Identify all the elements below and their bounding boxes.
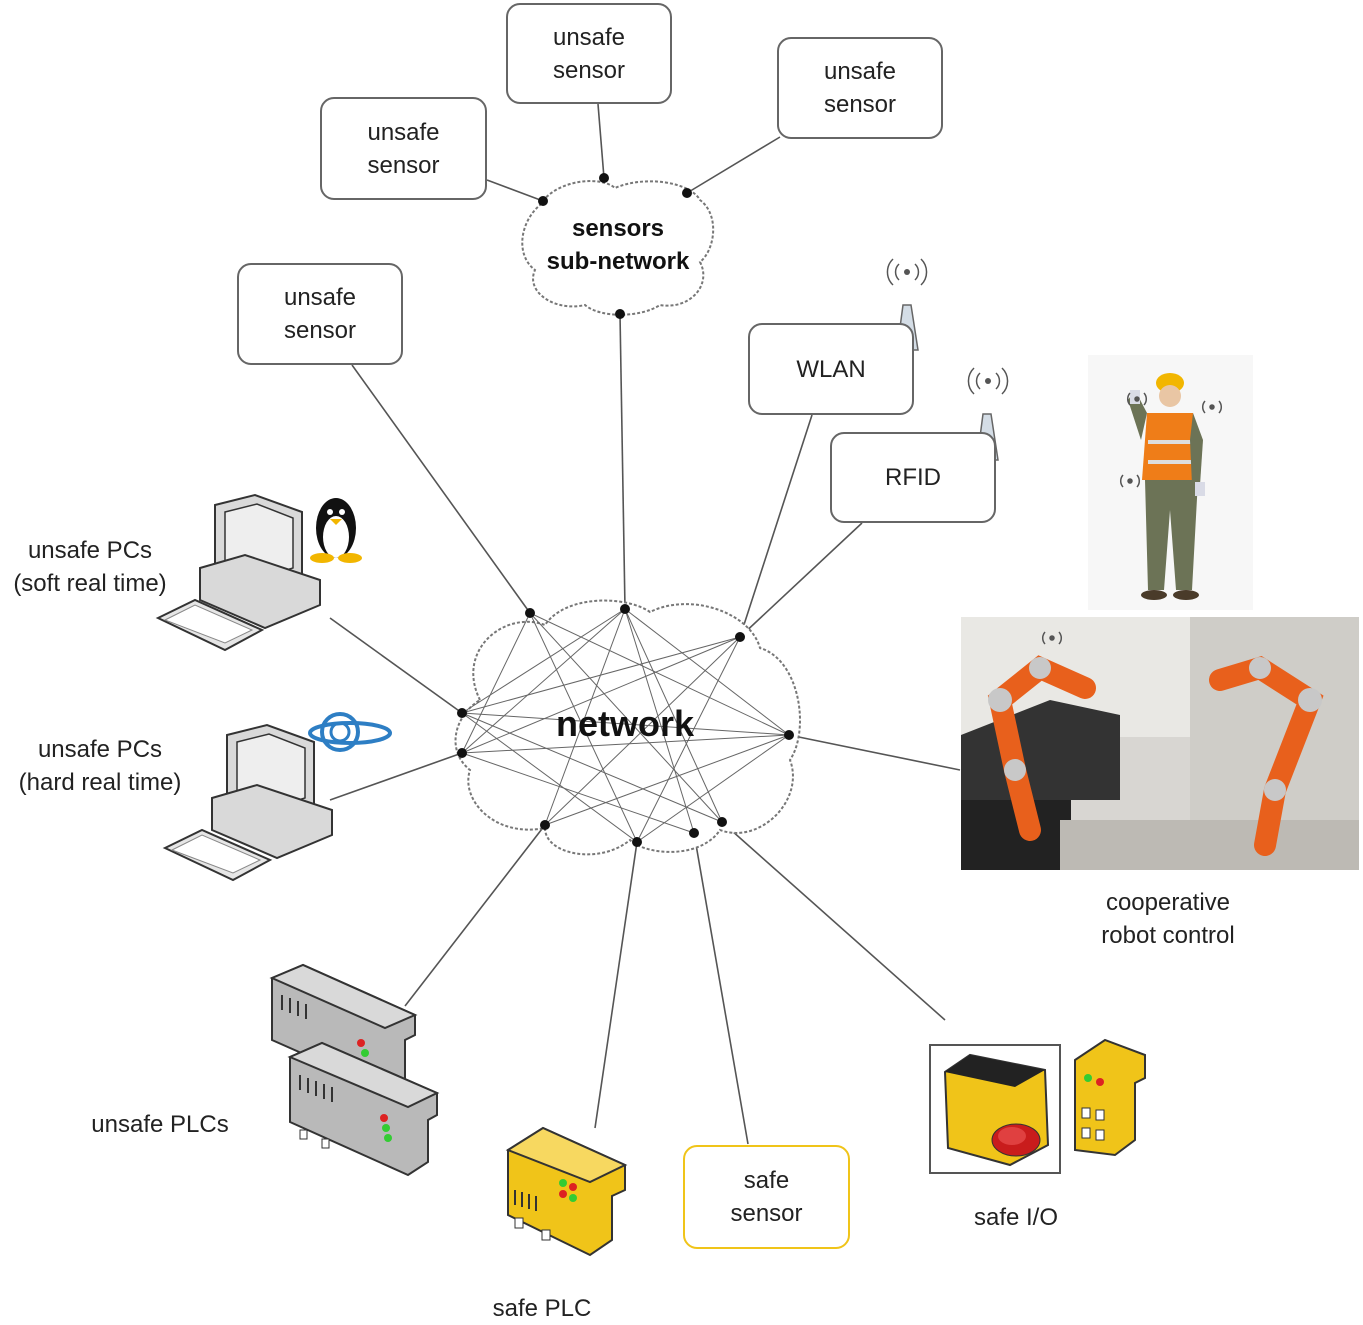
- safe-plc-label: safe PLC: [492, 1295, 592, 1322]
- network-mesh: [461, 608, 790, 843]
- realtime-os-logo-icon: [308, 712, 392, 752]
- network-label: network: [555, 703, 695, 744]
- safe-plc-icon: [505, 1126, 628, 1257]
- pc-hard-realtime-icon: [162, 723, 333, 882]
- emergency-stop-button-icon: [929, 1044, 1061, 1174]
- robot-arm-left: [987, 655, 1096, 841]
- linux-penguin-icon: [310, 498, 362, 563]
- unsafe-plc-icon: [287, 1041, 440, 1177]
- cooperative-robot-control-label: cooperative robot control: [1101, 889, 1235, 949]
- sensors-subnetwork-label: sensors sub-network: [546, 215, 690, 275]
- network-cloud: [454, 599, 801, 856]
- safe-io-label: safe I/O: [973, 1204, 1059, 1231]
- unsafe-sensor-box: unsafe sensor: [237, 263, 403, 365]
- sensors-subnetwork-cloud: [521, 180, 715, 316]
- connections: [329, 103, 961, 1145]
- junction-dots: [457, 173, 794, 847]
- wlan-box: WLAN: [748, 323, 914, 415]
- unsafe-sensor-box: unsafe sensor: [320, 97, 487, 200]
- safe-io-module-icon: [1074, 1038, 1146, 1157]
- unsafe-sensor-box: unsafe sensor: [777, 37, 943, 139]
- unsafe-plcs-label: unsafe PLCs: [91, 1111, 229, 1138]
- rfid-box: RFID: [830, 432, 996, 523]
- unsafe-sensor-box: unsafe sensor: [506, 3, 672, 104]
- worker-figure: [1088, 355, 1253, 610]
- unsafe-pcs-soft-label: unsafe PCs (soft real time): [13, 537, 167, 597]
- unsafe-pcs-hard-label: unsafe PCs (hard real time): [18, 736, 182, 796]
- robot-arm-right: [1209, 656, 1324, 856]
- robot-photo: [961, 617, 1359, 870]
- safe-sensor-box: safe sensor: [683, 1145, 850, 1249]
- pc-soft-realtime-icon: [155, 493, 321, 652]
